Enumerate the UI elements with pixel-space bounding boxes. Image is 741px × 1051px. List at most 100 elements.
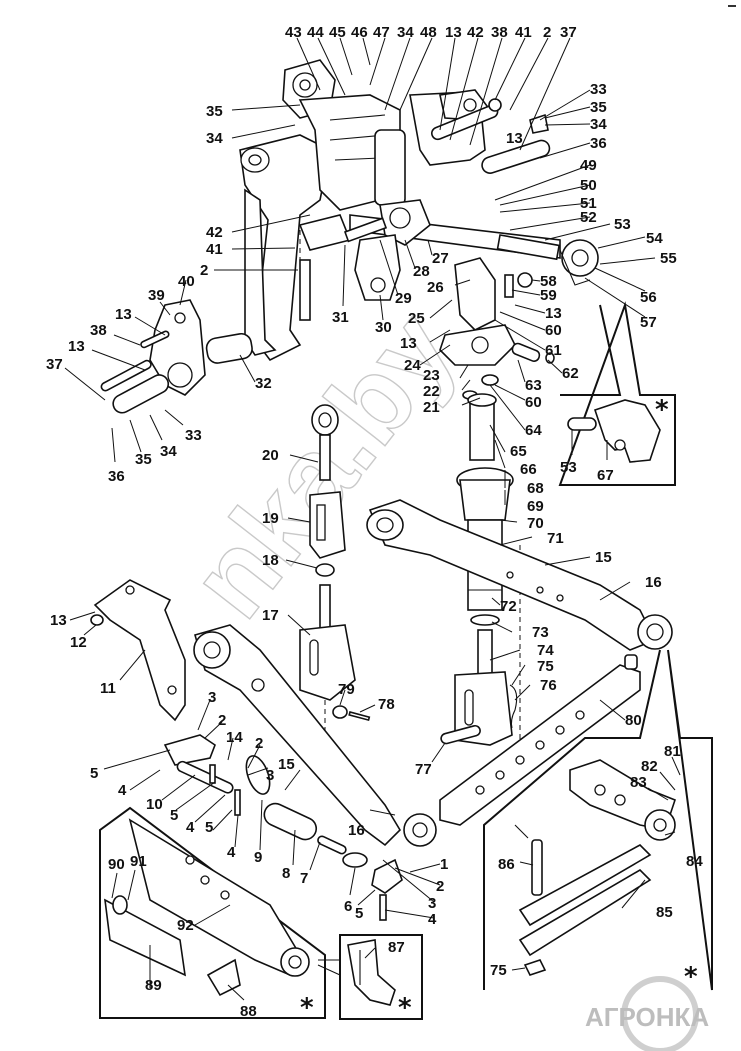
detail-box-hook-top: * bbox=[558, 301, 676, 486]
callout: 92 bbox=[177, 917, 194, 934]
callout: 35 bbox=[590, 99, 607, 116]
callout: 26 bbox=[427, 279, 444, 296]
callout: 2 bbox=[543, 24, 551, 41]
callout: 41 bbox=[206, 241, 223, 258]
callout: 18 bbox=[262, 552, 279, 569]
callout: 13 bbox=[445, 24, 462, 41]
callout: 71 bbox=[547, 530, 564, 547]
callout: 5 bbox=[90, 765, 98, 782]
callout: 21 bbox=[423, 399, 440, 416]
callout: 69 bbox=[527, 498, 544, 515]
callout: 25 bbox=[408, 310, 425, 327]
callout: 79 bbox=[338, 681, 355, 698]
callout: 15 bbox=[595, 549, 612, 566]
callout: 13 bbox=[68, 338, 85, 355]
callout: 75 bbox=[537, 658, 554, 675]
callout: 14 bbox=[226, 729, 243, 746]
callout: 61 bbox=[545, 342, 562, 359]
callout: 74 bbox=[537, 642, 554, 659]
callout: 36 bbox=[108, 468, 125, 485]
callout: 33 bbox=[185, 427, 202, 444]
callout: 16 bbox=[645, 574, 662, 591]
callout: 49 bbox=[580, 157, 597, 174]
callout: 15 bbox=[278, 756, 295, 773]
callout: 5 bbox=[170, 807, 178, 824]
callout: 38 bbox=[491, 24, 508, 41]
callout: 31 bbox=[332, 309, 349, 326]
levelling-box-assembly bbox=[440, 393, 521, 746]
callout: 86 bbox=[498, 856, 515, 873]
callout: 4 bbox=[186, 819, 195, 836]
callout: 60 bbox=[525, 394, 542, 411]
lift-arm-right bbox=[366, 499, 673, 651]
callout: 34 bbox=[590, 116, 607, 133]
callout: 52 bbox=[580, 209, 597, 226]
callout: 33 bbox=[590, 81, 607, 98]
callout: 4 bbox=[428, 911, 437, 928]
callout: 46 bbox=[351, 24, 368, 41]
callout: 13 bbox=[506, 130, 523, 147]
callout: 76 bbox=[540, 677, 557, 694]
callout: 22 bbox=[423, 383, 440, 400]
detail-box-hook-bottom: * bbox=[317, 934, 423, 1023]
callout: 13 bbox=[400, 335, 417, 352]
logo-text: АГРОНКА bbox=[585, 1002, 709, 1032]
callout: 27 bbox=[432, 250, 449, 267]
callout: 63 bbox=[525, 377, 542, 394]
callout: 68 bbox=[527, 480, 544, 497]
callout: 84 bbox=[686, 853, 703, 870]
callout: 20 bbox=[262, 447, 279, 464]
detail-box-drawbar: * bbox=[483, 649, 713, 992]
lower-link-left bbox=[193, 624, 437, 847]
callout: 51 bbox=[580, 195, 597, 212]
detail-star: * bbox=[684, 962, 698, 992]
stabilizer-bracket bbox=[90, 579, 186, 722]
callout: 38 bbox=[90, 322, 107, 339]
callout: 90 bbox=[108, 856, 125, 873]
callout: 60 bbox=[545, 322, 562, 339]
callout: 53 bbox=[614, 216, 631, 233]
callout: 2 bbox=[218, 712, 226, 729]
callout: 77 bbox=[415, 761, 432, 778]
callout: 2 bbox=[436, 878, 444, 895]
callout: 2 bbox=[255, 735, 263, 752]
callout: 54 bbox=[646, 230, 663, 247]
callout: 37 bbox=[46, 356, 63, 373]
callout: 9 bbox=[254, 849, 262, 866]
leader-lines bbox=[64, 37, 681, 1001]
callout: 28 bbox=[413, 263, 430, 280]
callout: 47 bbox=[373, 24, 390, 41]
callout: 37 bbox=[560, 24, 577, 41]
callouts: 43 44 45 46 47 34 48 13 42 38 41 2 37 35… bbox=[46, 24, 703, 1020]
callout: 48 bbox=[420, 24, 437, 41]
callout: 91 bbox=[130, 853, 147, 870]
callout: 44 bbox=[307, 24, 324, 41]
callout: 82 bbox=[641, 758, 658, 775]
top-link-assembly bbox=[299, 404, 356, 730]
callout: 67 bbox=[597, 467, 614, 484]
agronka-logo: АГРОНКА bbox=[585, 976, 709, 1051]
callout: 7 bbox=[300, 870, 308, 887]
callout: 83 bbox=[630, 774, 647, 791]
callout: 1 bbox=[440, 856, 448, 873]
callout: 34 bbox=[160, 443, 177, 460]
callout: 78 bbox=[378, 696, 395, 713]
callout: 81 bbox=[664, 743, 681, 760]
callout: 3 bbox=[208, 689, 216, 706]
callout: 29 bbox=[395, 290, 412, 307]
callout: 36 bbox=[590, 135, 607, 152]
callout: 13 bbox=[115, 306, 132, 323]
corner-mark bbox=[728, 5, 736, 7]
left-bracket-group bbox=[100, 299, 253, 414]
stabilizer-chain bbox=[163, 705, 403, 921]
callout: 56 bbox=[640, 289, 657, 306]
callout: 11 bbox=[100, 680, 116, 697]
callout: 30 bbox=[375, 319, 392, 336]
callout: 34 bbox=[397, 24, 414, 41]
callout: 53 bbox=[560, 459, 577, 476]
callout: 64 bbox=[525, 422, 542, 439]
callout: 85 bbox=[656, 904, 673, 921]
callout: 62 bbox=[562, 365, 579, 382]
callout: 13 bbox=[50, 612, 67, 629]
callout: 8 bbox=[282, 865, 290, 882]
